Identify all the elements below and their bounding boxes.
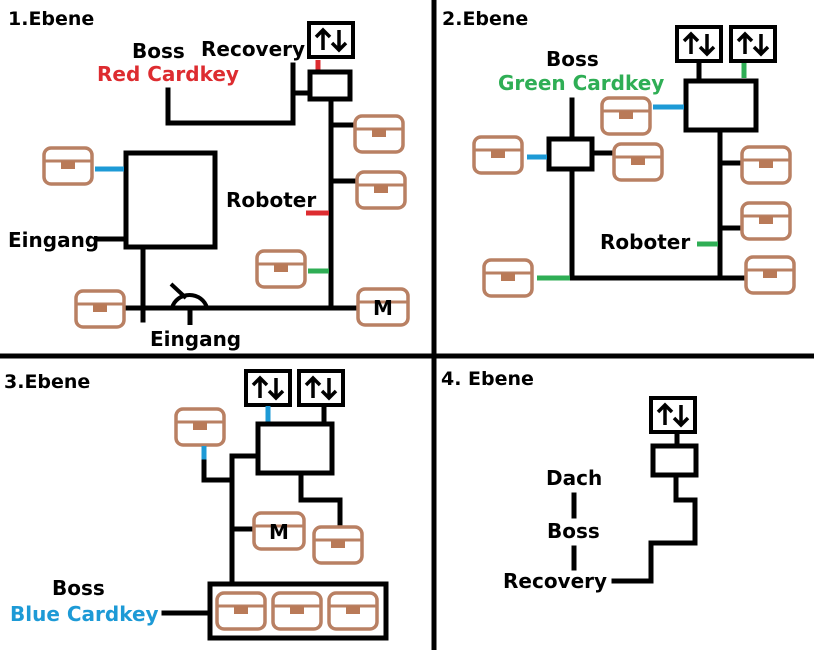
floor-2-panel: 2.Ebene Boss Green Cardkey Roboter <box>442 8 796 298</box>
floor-3-merchant-label: M <box>269 520 289 544</box>
floor-3-boss-chest-icon <box>271 591 323 631</box>
floor-2-elevator-icon <box>675 25 723 63</box>
floor-1-title: 1.Ebene <box>8 8 94 30</box>
floor-2-chest-icon <box>482 258 534 298</box>
floor-1-elevator-room <box>307 69 353 102</box>
floor-1-panel: 1.Ebene Boss Recovery Red Cardkey Robote… <box>8 8 410 351</box>
floor-4-recovery-label: Recovery <box>503 569 607 593</box>
floor-3-elevator-icon <box>297 369 345 407</box>
floor-3-chest-icon <box>312 525 364 565</box>
floor-1-merchant-label: M <box>373 296 393 320</box>
floor-1-recovery-label: Recovery <box>201 37 305 61</box>
floor-4-elevator-room <box>650 443 699 478</box>
floor-2-corridors <box>569 127 747 281</box>
floor-1-door-icon <box>169 282 209 325</box>
floor-3-elevator-icon <box>244 369 292 407</box>
floor-1-elevator-icon <box>307 21 355 59</box>
floor-1-side-branches <box>328 122 358 184</box>
floor-3-boss-chest-icon <box>215 591 267 631</box>
floor-2-title: 2.Ebene <box>442 8 528 30</box>
floor-4-panel: 4. Ebene Dach Boss Recovery <box>441 368 699 593</box>
floor-3-right-branch <box>298 470 343 530</box>
floor-3-blue-cardkey-label: Blue Cardkey <box>10 602 159 626</box>
floor-1-chest-icon <box>74 289 126 329</box>
floor-4-boss-label: Boss <box>547 519 600 543</box>
floor-2-chest-icon <box>612 142 664 182</box>
floor-2-boss-label: Boss <box>546 47 599 71</box>
floor-3-corridors <box>201 453 261 586</box>
floor-4-roof-label: Dach <box>546 466 602 490</box>
floor-3-elevator-room <box>255 421 335 476</box>
floor-3-merchant-chest-icon: M <box>252 511 306 551</box>
floor-4-elevator-icon <box>649 396 697 434</box>
floor-2-chest-icon <box>740 145 792 185</box>
floor-1-chest-icon <box>353 114 405 154</box>
floor-1-big-room <box>123 150 218 250</box>
floor-4-recovery-path <box>611 472 698 584</box>
floor-3-panel: 3.Ebene M Boss Blue Cardkey <box>4 369 389 641</box>
floor-2-chest-icon <box>744 255 796 295</box>
floor-1-bottom-corridor <box>123 244 360 323</box>
floor-1-red-cardkey-label: Red Cardkey <box>97 62 239 86</box>
floor-2-chest-icon <box>600 96 652 136</box>
floor-1-boss-label: Boss <box>132 39 185 63</box>
floor-3-title: 3.Ebene <box>4 371 90 393</box>
floor-3-chest-icon <box>174 407 226 447</box>
floor-2-chest-icon <box>740 201 792 241</box>
floor-2-chest-icon <box>472 135 524 175</box>
floor-1-chest-icon <box>255 249 307 289</box>
floor-1-robot-label: Roboter <box>226 188 316 212</box>
floor-1-chest-icon <box>42 146 94 186</box>
floor-3-boss-chest-icon <box>327 591 379 631</box>
floor-1-chest-icon <box>355 170 407 210</box>
floor-2-green-cardkey-label: Green Cardkey <box>498 71 664 95</box>
floor-1-entrance-bottom-label: Eingang <box>150 327 241 351</box>
floor-4-title: 4. Ebene <box>441 368 534 390</box>
floor-2-elevator-icon <box>729 25 777 63</box>
floor-1-boss-recovery-path <box>165 62 313 126</box>
floor-1-entrance-left-label: Eingang <box>8 228 99 252</box>
floor-2-robot-label: Roboter <box>600 230 690 254</box>
floor-3-boss-label: Boss <box>52 576 105 600</box>
floor-2-boss-room <box>546 136 595 172</box>
floor-2-elevator-room <box>683 78 759 133</box>
floor-1-merchant-chest-icon: M <box>356 287 410 327</box>
